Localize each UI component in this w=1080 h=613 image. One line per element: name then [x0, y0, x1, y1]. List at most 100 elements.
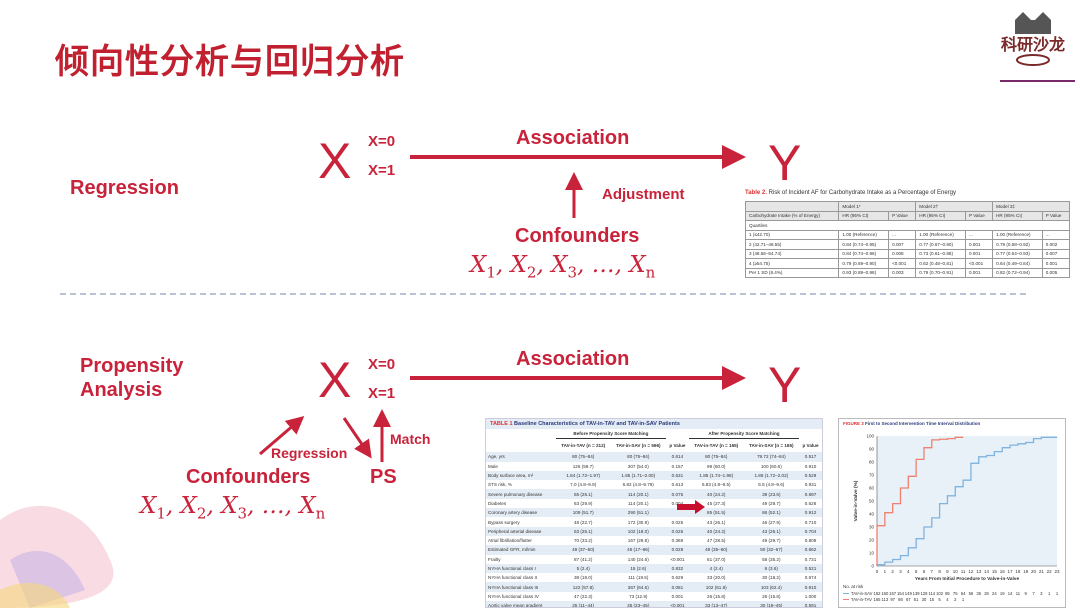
x-tick-label: 5: [915, 569, 918, 574]
risk-count: 157: [889, 591, 897, 596]
data-point: [962, 479, 964, 481]
regression-arrow-label: Regression: [271, 445, 348, 461]
data-point: [978, 456, 980, 458]
risk-count: 154: [897, 591, 905, 596]
data-point: [923, 447, 925, 449]
risk-count: 86: [898, 597, 903, 602]
data-point: [915, 538, 917, 540]
x1-label: X=1: [368, 162, 396, 179]
confounders-label: Confounders: [515, 225, 640, 247]
risk-count: 24: [992, 591, 997, 596]
x-tick-label: 8: [938, 569, 941, 574]
risk-count: 5: [938, 597, 941, 602]
data-point: [1048, 436, 1050, 438]
data-point: [923, 526, 925, 528]
risk-count: 67: [906, 597, 911, 602]
series-line-tav-in-sav: [876, 436, 1057, 566]
association-label: Association: [516, 348, 630, 370]
data-point: [931, 439, 933, 441]
adjustment-label: Adjustment: [602, 186, 685, 203]
exposure-x: X: [318, 352, 352, 408]
y-tick-label: 50: [869, 499, 875, 504]
data-point: [962, 436, 964, 438]
plot-area: [877, 436, 1057, 566]
x-tick-label: 20: [1031, 569, 1037, 574]
x-tick-label: 9: [946, 569, 949, 574]
x-tick-label: 23: [1054, 569, 1060, 574]
risk-count: 1: [962, 597, 965, 602]
match-label: Match: [390, 431, 431, 447]
table1-figure: TABLE 1 Baseline Characteristics of TAV-…: [485, 418, 823, 608]
data-point: [1025, 442, 1027, 443]
risk-count: 162: [874, 591, 882, 596]
x-tick-label: 13: [976, 569, 982, 574]
association-label: Association: [516, 127, 630, 149]
logo-underline: [1000, 80, 1075, 82]
confounders-label: Confounders: [186, 466, 311, 488]
risk-count: 1: [1056, 591, 1059, 596]
risk-count: 4: [946, 597, 949, 602]
x-tick-label: 14: [984, 569, 990, 574]
risk-count: 113: [881, 597, 888, 602]
data-point: [1001, 447, 1003, 449]
x-tick-label: 21: [1039, 569, 1045, 574]
risk-count: 9: [1025, 591, 1028, 596]
data-point: [915, 459, 917, 460]
risk-count: 75: [953, 591, 958, 596]
risk-count: 11: [1016, 591, 1021, 596]
y-tick-label: 40: [869, 512, 875, 517]
data-point: [876, 525, 878, 527]
x-tick-label: 18: [1015, 569, 1021, 574]
x-tick-label: 7: [931, 569, 934, 574]
risk-count: 15: [929, 597, 934, 602]
risk-count: 19: [1000, 591, 1005, 596]
data-point: [1009, 444, 1011, 446]
x-tick-label: 16: [1000, 569, 1006, 574]
x-tick-label: 6: [923, 569, 926, 574]
section-divider: [60, 293, 1026, 295]
page-title: 倾向性分析与回归分析: [55, 42, 405, 82]
data-point: [907, 547, 909, 549]
y-axis-label: Valve-in-Valve (%): [853, 480, 859, 521]
risk-count: 3: [1040, 591, 1043, 596]
y-tick-label: 10: [869, 551, 875, 556]
x-tick-label: 3: [899, 569, 902, 574]
x-tick-label: 4: [907, 569, 910, 574]
risk-count: 97: [890, 597, 895, 602]
risk-count: 7: [1032, 591, 1035, 596]
risk-count: 160: [881, 591, 889, 596]
regression-label: Regression: [70, 177, 179, 199]
confounders-math: X1, X2, X3, …, Xn: [470, 252, 656, 282]
risk-count: 149: [905, 591, 913, 596]
legend-label: TAV-in-SAV: [851, 591, 873, 596]
risk-count: 1: [1048, 591, 1051, 596]
x-tick-label: 15: [992, 569, 998, 574]
highlight-arrow-icon: [677, 500, 705, 514]
x-tick-label: 11: [961, 569, 966, 574]
risk-count: 51: [914, 597, 919, 602]
table-row: 1 (≤42.70)1.00 (Reference)...1.00 (Refer…: [744, 229, 1071, 240]
risk-count: 35: [976, 591, 981, 596]
risk-count: 30: [922, 597, 927, 602]
risk-count: 56: [969, 591, 974, 596]
svg-text:科研沙龙: 科研沙龙: [1001, 35, 1065, 54]
x-tick-label: 1: [884, 569, 887, 574]
table-row: STS risk, %7.0 (4.8–9.9)6.82 (4.8–9.79)0…: [488, 482, 817, 488]
figure3-chart: FIGURE 3 First to Second Intervention Ti…: [838, 418, 1066, 608]
risk-title: No. at risk: [843, 584, 864, 589]
exposure-x: X: [318, 133, 352, 189]
data-point: [939, 438, 941, 440]
risk-count: 139: [913, 591, 921, 596]
regression-arrow: [259, 416, 305, 456]
